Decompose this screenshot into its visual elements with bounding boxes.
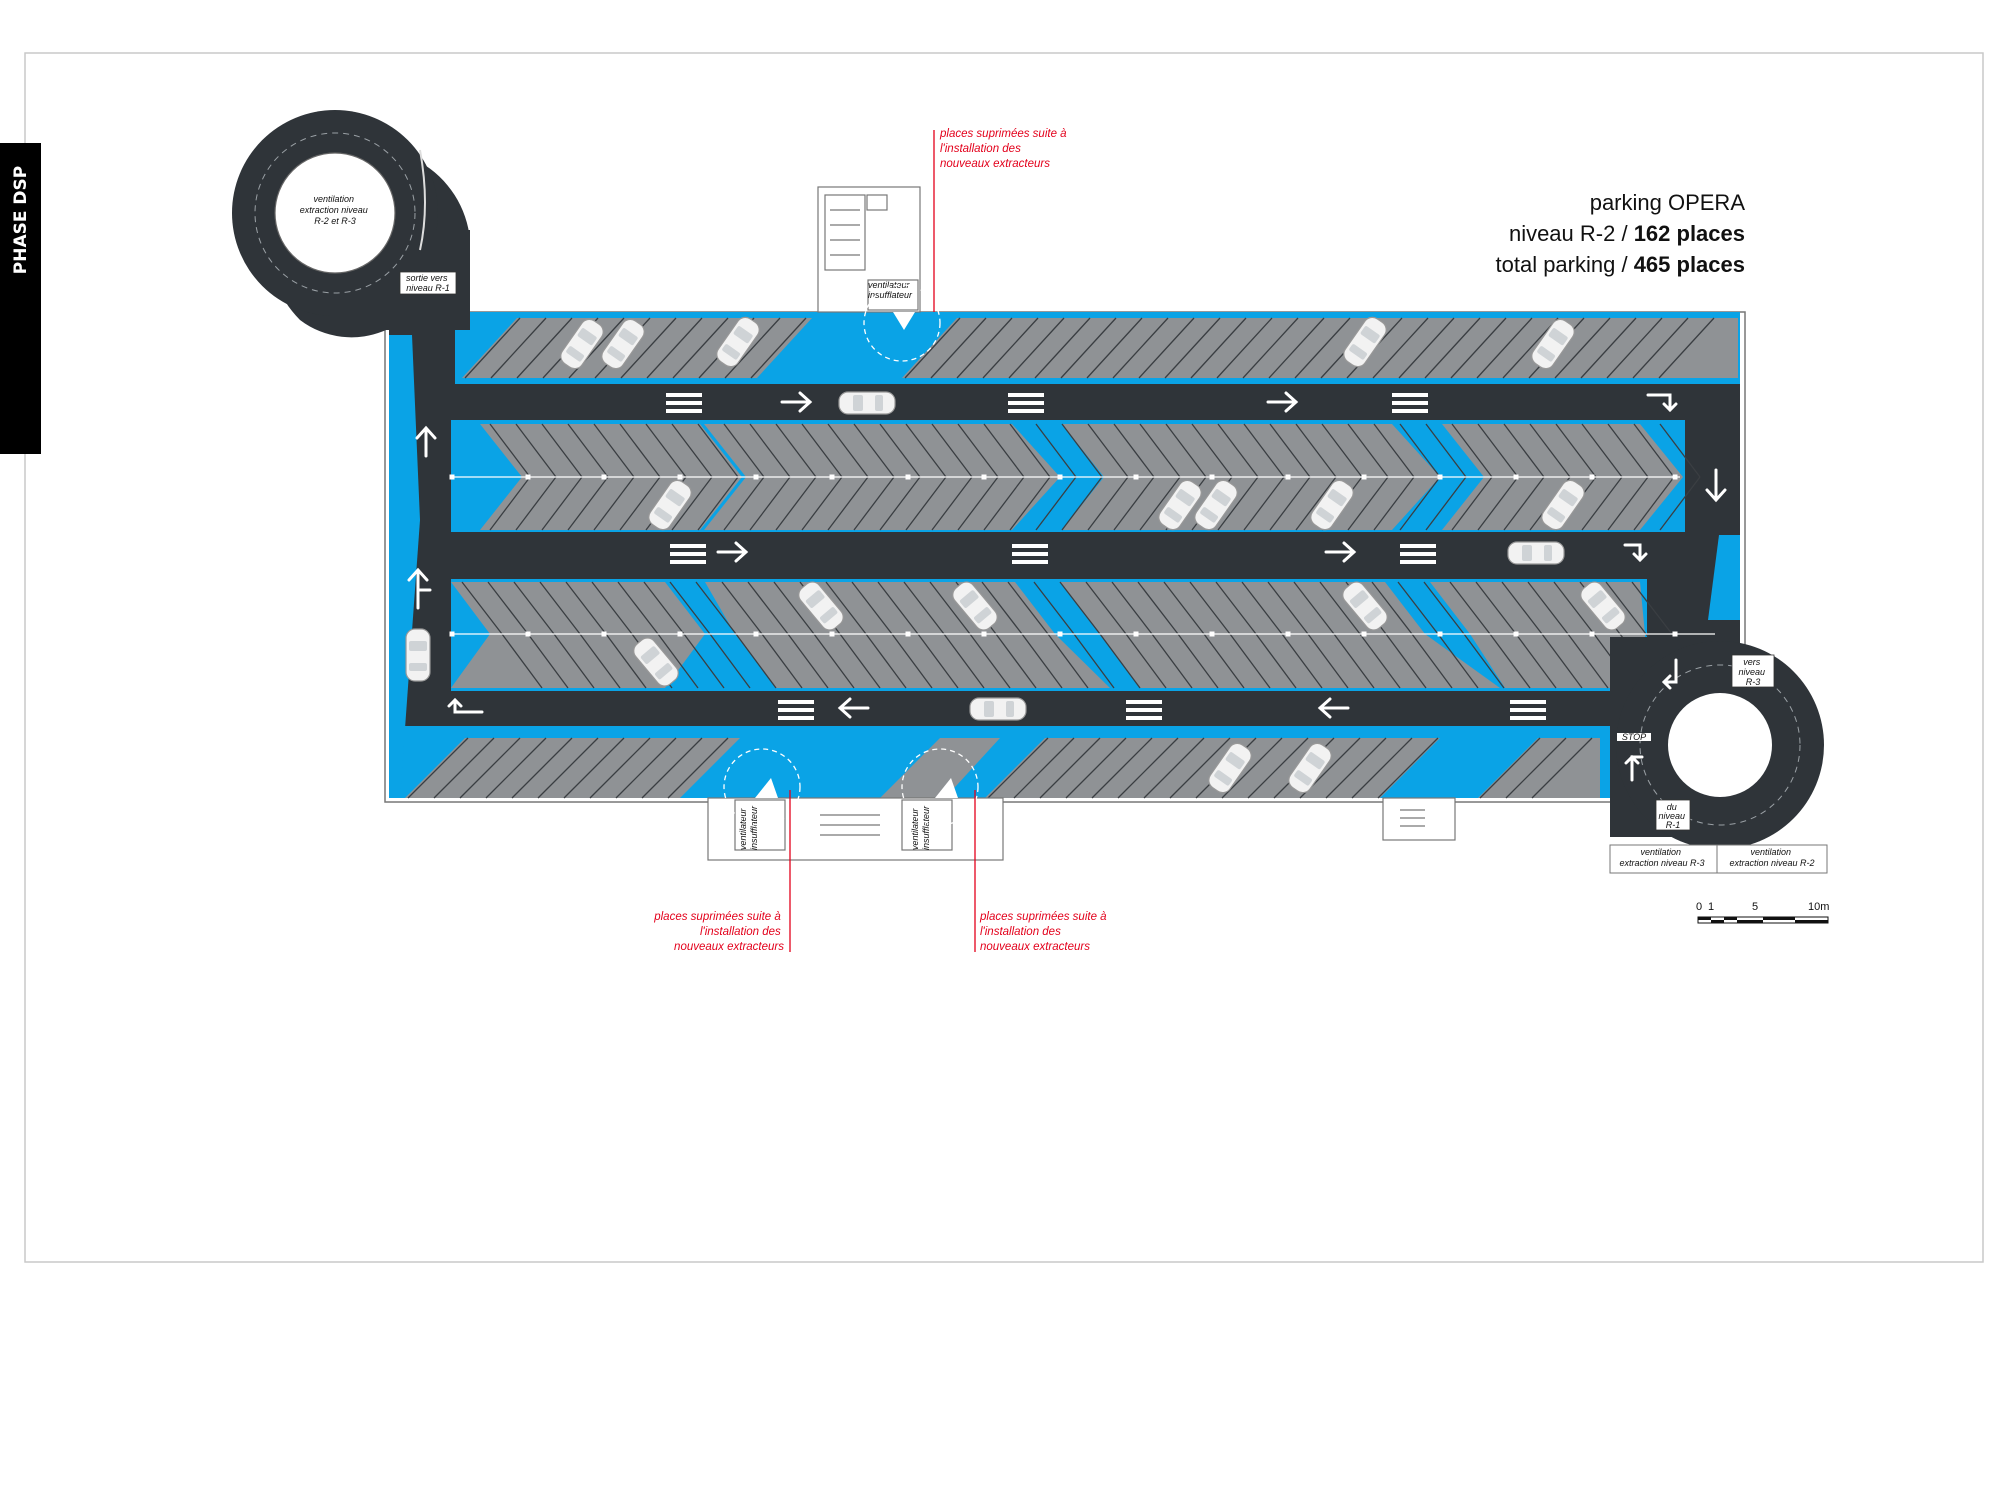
ramp-right-to-label: vers niveau R-3 xyxy=(1738,657,1767,687)
ventilateur-top-label: ventilateur insufflateur xyxy=(868,280,913,300)
note-leaders xyxy=(789,130,976,952)
title-total-places: 465 places xyxy=(1634,252,1745,277)
ramp-bottom-right xyxy=(1609,637,1828,874)
removed-spaces-note-bottom-right: places suprimées suite à l'installation … xyxy=(979,911,1110,953)
title-total: total parking / 465 places xyxy=(1496,252,1746,277)
scale-bar xyxy=(1697,916,1829,924)
scale-bar-ticks: 0 1 5 10m xyxy=(1696,901,1829,913)
phase-tab xyxy=(0,143,41,454)
title-parking: parking OPERA xyxy=(1590,190,1746,215)
removed-spaces xyxy=(723,284,979,826)
technical-room-top xyxy=(817,186,921,313)
ramp-right-vent-right-label: ventilation extraction niveau R-2 xyxy=(1729,847,1814,868)
title-total-prefix: total parking / xyxy=(1496,252,1634,277)
stop-marking: STOP xyxy=(1622,732,1646,742)
traffic-arrows xyxy=(407,391,1727,782)
removed-spaces-note-top: places suprimées suite à l'installation … xyxy=(939,128,1070,170)
ventilateur-bottom-right-label: ventilateur insufflateur xyxy=(910,805,931,850)
removed-spaces-note-bottom-left: places suprimées suite à l'installation … xyxy=(653,911,784,953)
structural-posts xyxy=(449,474,1678,637)
phase-tab-label: PHASE DSP xyxy=(11,166,31,274)
ramp-right-from-label: du niveau R-1 xyxy=(1658,802,1687,830)
scale-tick-5: 5 xyxy=(1752,901,1758,913)
title-level-places: 162 places xyxy=(1634,221,1745,246)
ramp-left-center-label: ventilation extraction niveau R-2 et R-3 xyxy=(300,194,371,226)
scale-tick-1: 1 xyxy=(1708,901,1714,913)
title-level-prefix: niveau R-2 / xyxy=(1509,221,1634,246)
scale-tick-10m: 10m xyxy=(1808,901,1829,913)
ventilateur-bottom-left-label: ventilateur insufflateur xyxy=(738,805,759,850)
stall-divider-lines xyxy=(407,317,1715,799)
crosswalks xyxy=(666,393,1546,720)
scale-tick-0: 0 xyxy=(1696,901,1702,913)
technical-room-bottom xyxy=(707,797,1456,861)
stall-axis-lines xyxy=(452,476,1715,635)
sheet-border xyxy=(24,52,1984,1263)
title-level: niveau R-2 / 162 places xyxy=(1509,221,1745,246)
ramp-top-left xyxy=(232,110,470,338)
ramp-right-vent-left-label: ventilation extraction niveau R-3 xyxy=(1619,847,1704,868)
ramp-left-exit-label: sortie vers niveau R-1 xyxy=(406,273,450,293)
